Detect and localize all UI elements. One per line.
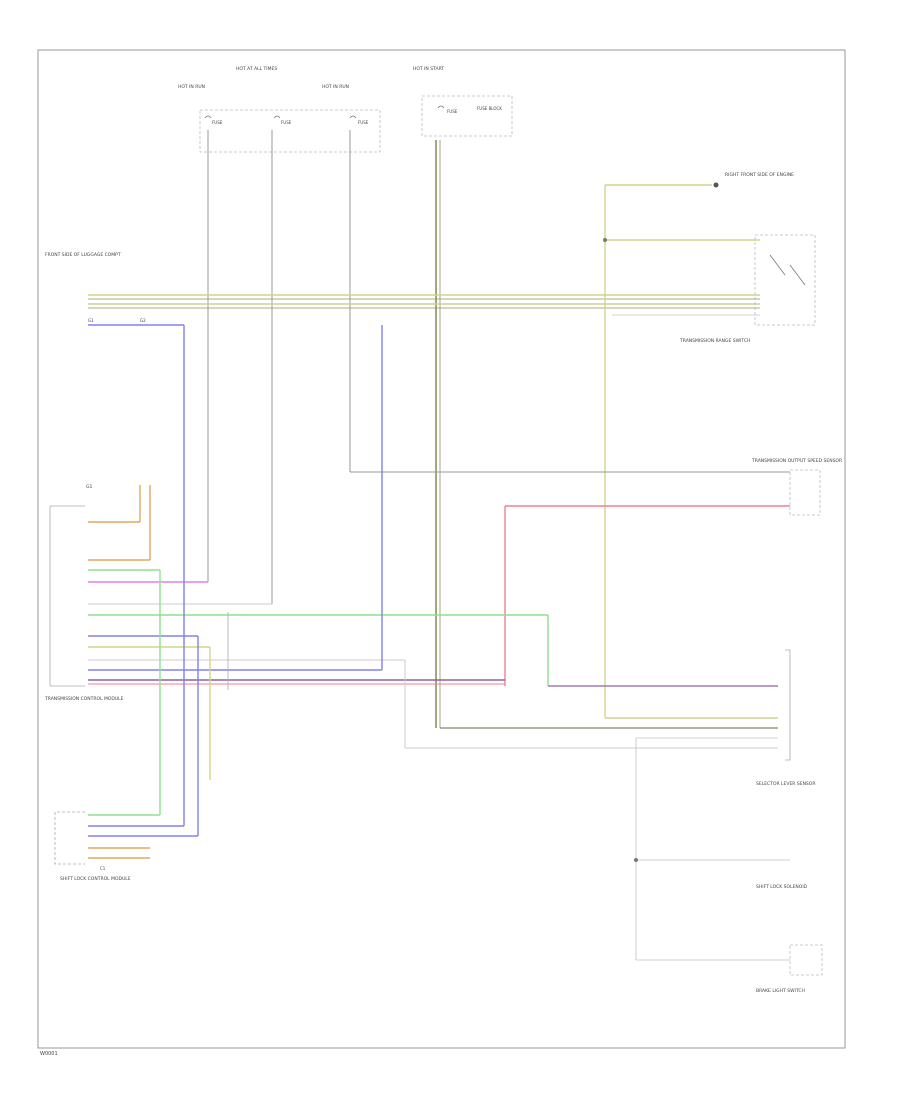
- top-label-start: HOT IN START: [413, 66, 444, 72]
- fuse-label-1: FUSE: [212, 120, 223, 125]
- top-label-run-2: HOT IN RUN: [322, 84, 349, 90]
- switch-label: TRANSMISSION RANGE SWITCH: [679, 338, 750, 344]
- feed-wires: [207, 130, 441, 728]
- top-label-run-1: HOT IN RUN: [178, 84, 205, 90]
- fuse-label-2: FUSE: [281, 120, 292, 125]
- fuse-label-4: FUSE: [447, 109, 458, 114]
- bottom-label-1: SHIFT LOCK SOLENOID: [756, 884, 808, 890]
- fuse-label-3: FUSE: [358, 120, 369, 125]
- lower-wires: [54, 324, 211, 865]
- tcm-label: TRANSMISSION CONTROL MODULE: [44, 696, 124, 702]
- tcm-top-note: G1: [86, 484, 92, 490]
- upper-connector-label: FRONT SIDE OF LUGGAGE COMPT: [45, 252, 121, 258]
- selector-label: SELECTOR LEVER SENSOR: [756, 781, 815, 787]
- tcm-connector: [49, 325, 778, 749]
- lower-module-label: SHIFT LOCK CONTROL MODULE: [60, 876, 131, 882]
- upper-bus: [88, 294, 760, 316]
- footer-code: W0001: [40, 1051, 58, 1057]
- selector-sensor: [440, 649, 823, 976]
- top-label-all-times: HOT AT ALL TIMES: [236, 66, 277, 72]
- pin-g1: G1: [88, 318, 94, 323]
- diagram-frame: [37, 49, 846, 1049]
- lower-connector: C1: [100, 866, 106, 871]
- pin-g2: G2: [140, 318, 146, 323]
- fuse-box-note: FUSE BLOCK: [477, 106, 502, 111]
- fuse-box: HOT IN RUN HOT AT ALL TIMES HOT IN RUN H…: [178, 66, 513, 153]
- upper-splice-label: RIGHT FRONT SIDE OF ENGINE: [725, 172, 794, 178]
- speed-sensor: [350, 469, 821, 686]
- bottom-label-2: BRAKE LIGHT SWITCH: [756, 988, 805, 994]
- range-switch: [603, 182, 816, 718]
- sensor-label: TRANSMISSION OUTPUT SPEED SENSOR: [751, 458, 842, 464]
